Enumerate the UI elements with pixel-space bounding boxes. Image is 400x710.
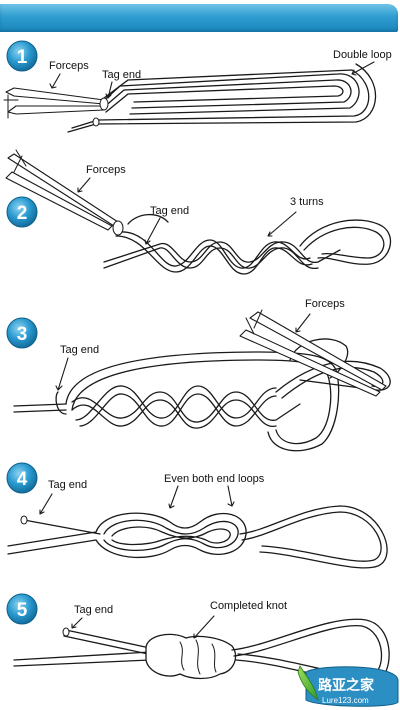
pointer-arrow [49, 73, 61, 89]
tag-end-label: Tag end [74, 604, 113, 616]
pointer-arrow [267, 211, 297, 237]
completed-knot-label: Completed knot [210, 600, 287, 612]
header-bar [0, 4, 398, 32]
pointer-arrow [227, 485, 235, 507]
leaf-icon [297, 665, 319, 701]
tied-knot [7, 505, 388, 569]
double-loop-label: Double loop [333, 49, 392, 61]
step-4: 4 Tag end Even both end loops [6, 462, 388, 569]
pointer-arrow [295, 313, 311, 333]
step-3: 3 Forceps Tag end [6, 298, 391, 452]
twisted-line [103, 214, 392, 275]
watermark-logo: 路亚之家 Lure123.com [297, 665, 399, 707]
pointer-arrow [39, 493, 53, 515]
forceps-label: Forceps [305, 298, 345, 310]
pointer-arrow [351, 61, 375, 76]
step-badge: 5 [6, 593, 38, 625]
forceps-icon [239, 309, 387, 397]
step-5: 5 Tag end Completed knot [6, 593, 390, 684]
step-badge: 3 [6, 317, 38, 349]
even-loops-label: Even both end loops [164, 473, 265, 485]
step-number: 2 [17, 203, 28, 224]
tag-end-label: Tag end [48, 479, 87, 491]
pointer-arrow [144, 217, 161, 245]
step-number: 1 [17, 47, 28, 68]
step-badge: 4 [6, 462, 38, 494]
step-badge: 1 [6, 40, 38, 72]
step-number: 5 [17, 600, 28, 621]
forceps-icon [3, 87, 105, 119]
watermark-url: Lure123.com [322, 696, 369, 705]
pointer-arrow [105, 81, 113, 99]
pointer-arrow [168, 485, 179, 509]
completed-knot [13, 618, 390, 684]
turns-label: 3 turns [290, 196, 324, 208]
pointer-arrow [55, 357, 69, 391]
tag-end-label: Tag end [60, 344, 99, 356]
step-number: 4 [17, 469, 28, 490]
double-loop [67, 63, 377, 133]
tag-end-label: Tag end [150, 205, 189, 217]
watermark-title: 路亚之家 [318, 677, 375, 693]
step-badge: 2 [6, 196, 38, 228]
pointer-arrow [193, 615, 215, 639]
tag-end-label: Tag end [102, 69, 141, 81]
forceps-label: Forceps [49, 60, 89, 72]
forceps-label: Forceps [86, 164, 126, 176]
step-number: 3 [17, 324, 28, 345]
step-2: 2 Forceps Tag end 3 turns [5, 149, 392, 275]
pointer-arrow [77, 177, 91, 193]
pointer-arrow [71, 617, 83, 629]
step-1: 1 Forceps Tag end Double loop [3, 40, 392, 133]
